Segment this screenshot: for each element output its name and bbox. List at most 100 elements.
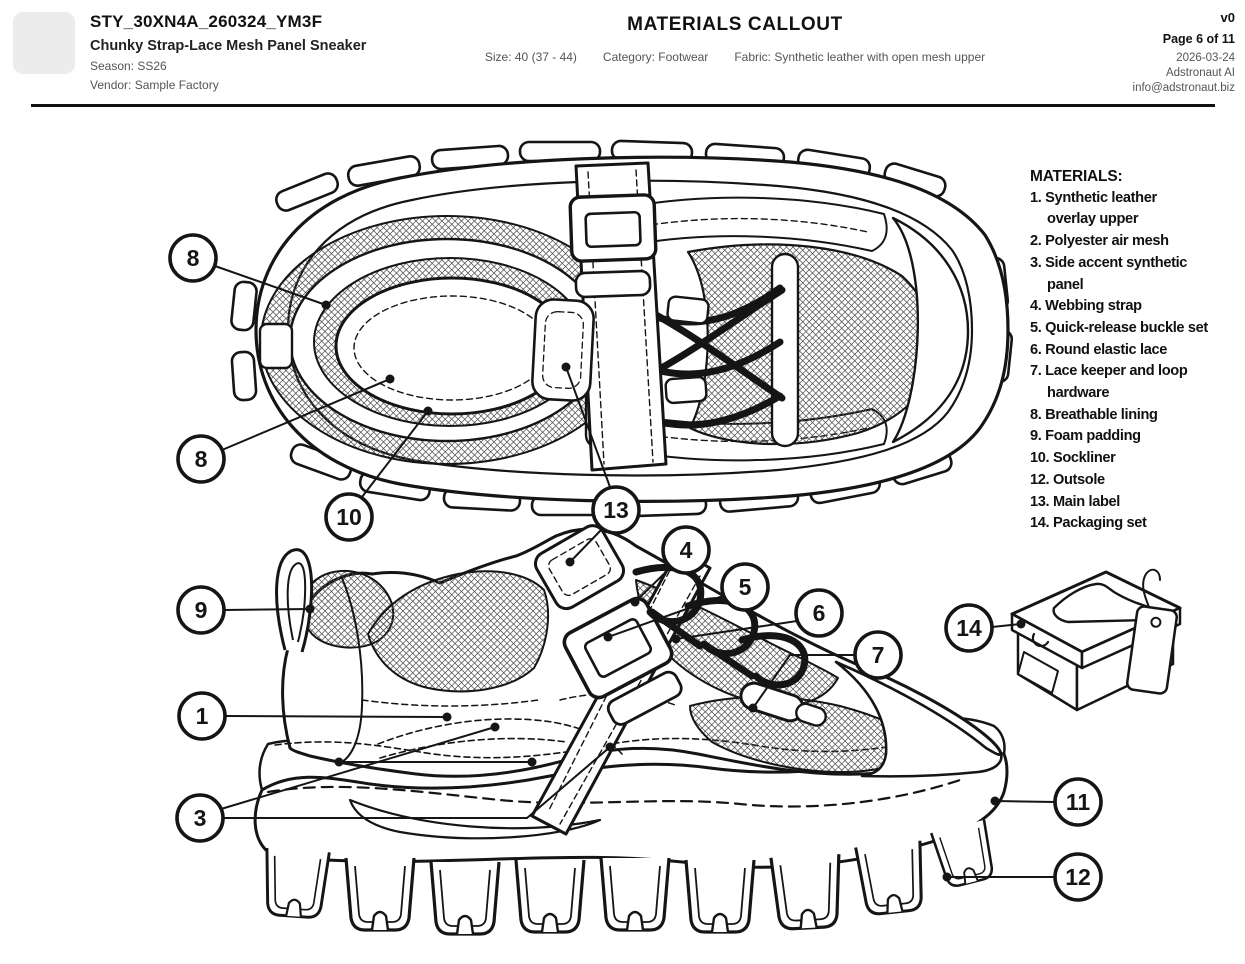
callout-circle (661, 525, 711, 575)
callout-circle (177, 691, 227, 741)
material-item-6: 6. Round elastic lace (1030, 341, 1168, 358)
callout-6: 6 (671, 588, 844, 644)
leader-line (221, 378, 391, 451)
version-label: v0 (1220, 10, 1235, 25)
material-item-8: 8. Breathable lining (1030, 406, 1158, 423)
callout-4: 4 (630, 525, 711, 607)
materials-title: MATERIALS: (1030, 168, 1123, 185)
callout-11: 11 (990, 777, 1103, 827)
leader-dot (603, 632, 613, 642)
callout-circle (944, 603, 994, 653)
season-label: Season: SS26 (90, 59, 167, 73)
date-label: 2026-03-24 (1176, 52, 1235, 64)
callout-number: 5 (739, 574, 752, 600)
leader-line (565, 366, 611, 488)
material-item-12: 13. Main label (1030, 493, 1120, 510)
side-view-drawing (253, 524, 1009, 936)
callout-circle (168, 233, 218, 283)
leader-dot (605, 742, 615, 752)
callout-5: 5 (603, 562, 770, 642)
brand-logo (13, 12, 75, 74)
header-left: STY_30XN4A_260324_YM3F Chunky Strap-Lace… (90, 12, 366, 92)
style-number: STY_30XN4A_260324_YM3F (90, 12, 323, 31)
leader-dot (990, 796, 1000, 806)
leader-line (214, 265, 327, 306)
material-item-10: 10. Sockliner (1030, 450, 1116, 467)
callout-number: 8 (187, 245, 200, 271)
callout-3: 3 (175, 722, 615, 843)
callout-7: 7 (748, 630, 903, 713)
laces-side-view (632, 563, 809, 689)
page-number: Page 6 of 11 (1162, 32, 1235, 46)
leader-dot (1016, 619, 1026, 629)
leader-dot (942, 872, 952, 882)
leader-dot (748, 703, 758, 713)
leader-dot (442, 712, 452, 722)
header-center: MATERIALS CALLOUT Size: 40 (37 - 44) Cat… (420, 14, 1050, 64)
callout-number: 4 (680, 537, 693, 563)
callout-number: 7 (872, 642, 885, 668)
leader-line (634, 566, 672, 603)
buckle-top-view (568, 193, 658, 263)
leader-dot (565, 557, 575, 567)
company-label: Adstronaut AI (1165, 67, 1235, 79)
heel-tab (258, 322, 294, 370)
main-label-top-view (531, 298, 595, 402)
leader-line (361, 410, 429, 498)
email-label: info@adstronaut.biz (1132, 82, 1235, 94)
midfoot-mesh (367, 570, 550, 693)
material-item-7: 7. Lace keeper and loop (1030, 363, 1188, 380)
box-front-label (1017, 651, 1059, 694)
leader-dot (305, 604, 315, 614)
leader-line (224, 715, 448, 718)
leader-line (220, 726, 496, 810)
hang-tag (1126, 568, 1178, 695)
callout-8: 8 (168, 233, 331, 310)
material-item-11: 12. Outsole (1030, 471, 1105, 488)
leader-dot (490, 722, 500, 732)
callout-number: 9 (195, 597, 208, 623)
callout-number: 10 (336, 504, 362, 530)
callout-circle (853, 630, 903, 680)
callout-number: 11 (1066, 789, 1091, 815)
header-right: v0 Page 6 of 11 2026-03-24 Adstronaut AI… (1133, 10, 1235, 96)
box-lid-sneaker-print (1052, 582, 1160, 624)
callout-1: 1 (177, 691, 452, 741)
callout-circle (1053, 777, 1103, 827)
header-divider (31, 104, 1215, 107)
callout-13: 13 (561, 362, 641, 567)
leader-dot (321, 300, 331, 310)
callout-number: 6 (813, 600, 826, 626)
material-item-1-cont: overlay upper (1047, 211, 1139, 228)
callout-circle (324, 492, 374, 542)
material-item-9: 9. Foam padding (1030, 428, 1141, 445)
leader-dot (561, 362, 571, 372)
page-title: MATERIALS CALLOUT (627, 14, 843, 35)
callout-circle (176, 434, 226, 484)
callout-number: 12 (1065, 864, 1091, 890)
callout-number: 13 (603, 497, 629, 523)
leader-line (675, 620, 798, 640)
callout-circle (175, 793, 225, 843)
top-view-drawing (230, 139, 1014, 518)
leader-line (607, 595, 724, 638)
callout-circle (794, 588, 844, 638)
material-item-13: 14. Packaging set (1030, 515, 1147, 532)
material-item-7-cont: hardware (1047, 385, 1110, 402)
leader-line (223, 608, 311, 611)
callout-12: 12 (942, 852, 1103, 902)
heel-pull-loop (275, 548, 314, 653)
callout-number: 3 (194, 805, 207, 831)
leader-line (752, 654, 855, 709)
toe-mesh-panel (686, 243, 935, 446)
category-label: Category: Footwear (602, 50, 709, 64)
callout-8: 8 (176, 374, 395, 484)
size-label: Size: 40 (37 - 44) (484, 50, 577, 64)
fabric-label: Fabric: Synthetic leather with open mesh… (734, 50, 986, 64)
product-name: Chunky Strap-Lace Mesh Panel Sneaker (90, 38, 367, 54)
leader-dot (630, 597, 640, 607)
callout-circle (1053, 852, 1103, 902)
material-item-1: 1. Synthetic leather (1030, 189, 1157, 206)
